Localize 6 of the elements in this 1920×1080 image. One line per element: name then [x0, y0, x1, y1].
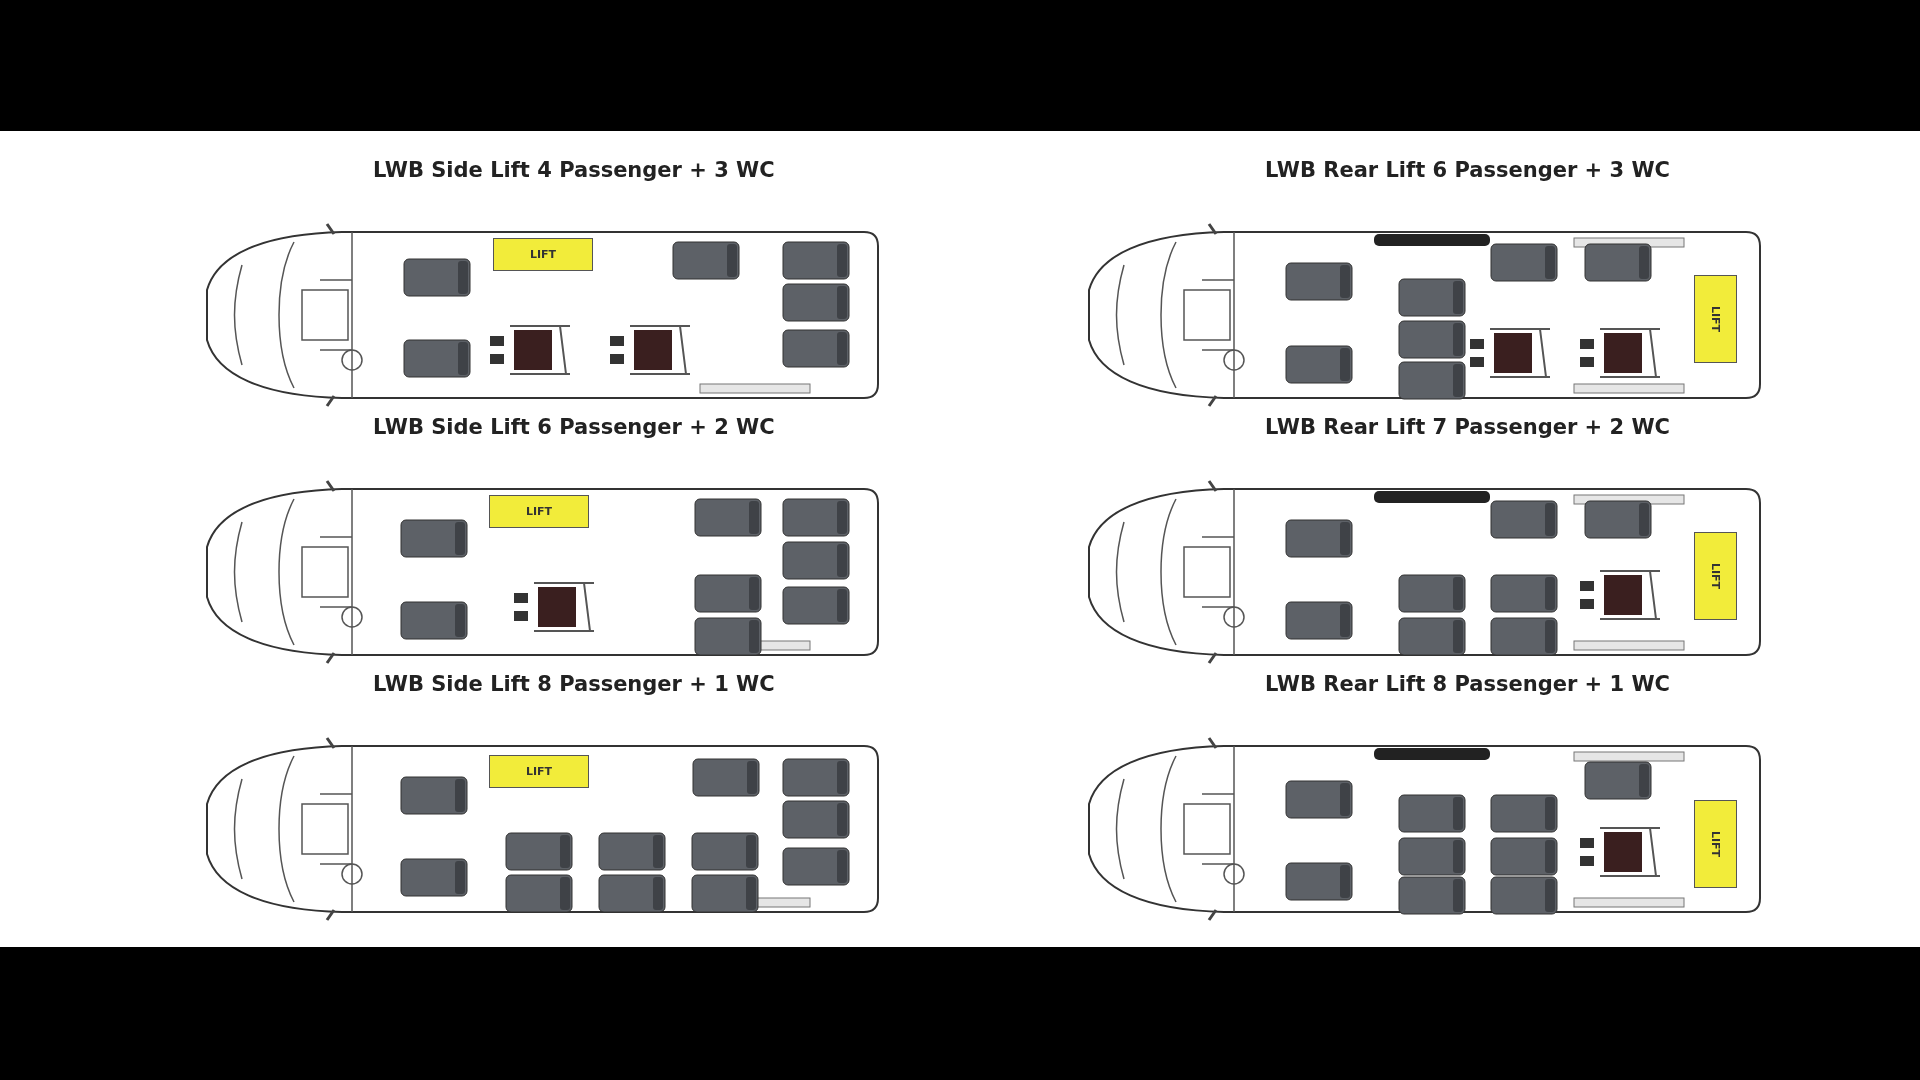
layout-title: LWB Side Lift 6 Passenger + 2 WC — [373, 414, 775, 440]
layout-title: LWB Side Lift 4 Passenger + 3 WC — [373, 157, 775, 183]
layout-title: LWB Rear Lift 8 Passenger + 1 WC — [1265, 671, 1670, 697]
layout-title: LWB Rear Lift 7 Passenger + 2 WC — [1265, 414, 1670, 440]
layout-title: LWB Rear Lift 6 Passenger + 3 WC — [1265, 157, 1670, 183]
layout-title: LWB Side Lift 8 Passenger + 1 WC — [373, 671, 775, 697]
